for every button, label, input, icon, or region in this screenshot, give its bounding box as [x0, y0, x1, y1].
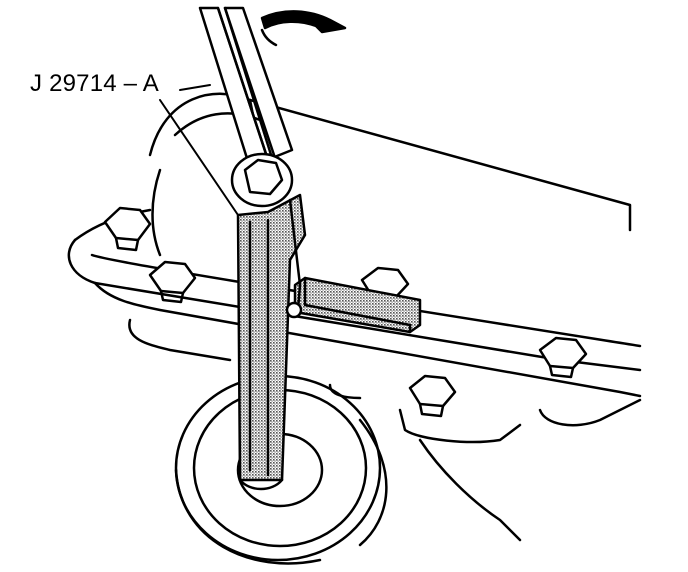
- wrench-handle: [198, 6, 294, 170]
- callout-leader: [159, 84, 239, 216]
- bolt-right: [538, 336, 588, 379]
- tool-callout-label: J 29714 – A: [30, 70, 159, 97]
- bolt-left-top: [103, 206, 152, 252]
- engine-block: [148, 92, 632, 257]
- bolt-left-mid: [148, 260, 197, 304]
- rotation-arrow: [260, 10, 347, 47]
- bolt-lower: [408, 374, 457, 418]
- holding-tool-bar: [236, 193, 307, 491]
- lower-housing: [128, 318, 642, 542]
- wrench-socket: [230, 152, 294, 208]
